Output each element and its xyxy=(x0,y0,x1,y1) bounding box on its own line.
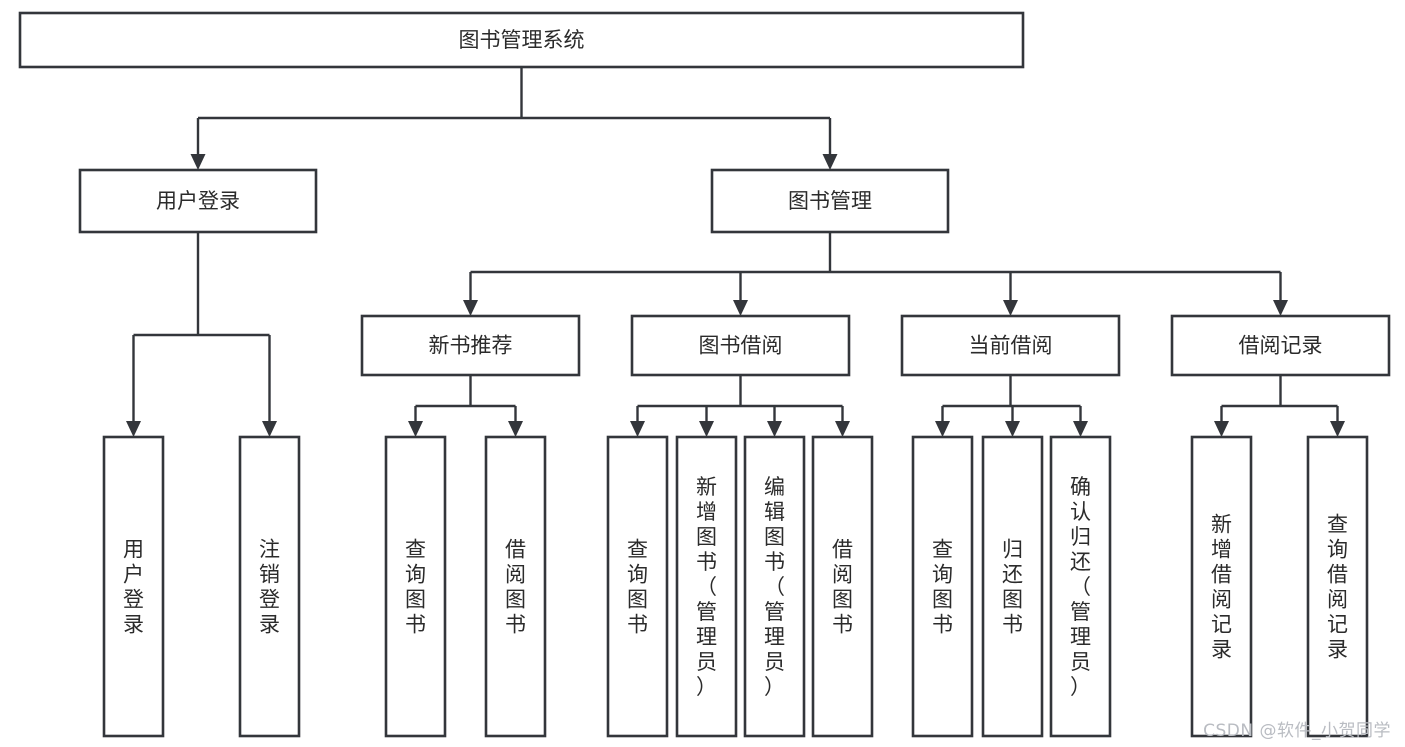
connector-group-new-book-rec xyxy=(408,375,523,437)
node-leaf-book-edit[interactable]: 编辑图书（管理员） xyxy=(743,435,806,738)
arrow-head-icon xyxy=(126,421,141,437)
node-label: 图书管理 xyxy=(788,189,872,213)
node-leaf-book-borrow[interactable]: 借阅图书 xyxy=(811,435,874,738)
node-box[interactable] xyxy=(78,168,318,234)
node-box[interactable] xyxy=(630,314,851,377)
node-leaf-borrow-query[interactable]: 查询图书 xyxy=(606,435,669,738)
node-leaf-rec-borrow[interactable]: 借阅图书 xyxy=(484,435,547,738)
node-label: 查询图书 xyxy=(405,538,426,637)
node-leaf-rec-add[interactable]: 新增借阅记录 xyxy=(1190,435,1253,738)
node-box[interactable] xyxy=(18,11,1025,69)
node-label: 用户登录 xyxy=(123,538,144,637)
csdn-watermark: CSDN @软件_小贺同学 xyxy=(1203,721,1391,741)
arrow-head-icon xyxy=(1005,421,1020,437)
arrow-head-icon xyxy=(1330,421,1345,437)
node-book-borrow[interactable]: 图书借阅 xyxy=(630,314,851,377)
node-leaf-logout[interactable]: 注销登录 xyxy=(238,435,301,738)
node-box[interactable] xyxy=(606,435,669,738)
arrow-head-icon xyxy=(822,154,838,170)
node-label: 当前借阅 xyxy=(969,334,1053,358)
node-box[interactable] xyxy=(811,435,874,738)
arrow-head-icon xyxy=(408,421,423,437)
node-label: 确认归还（管理员） xyxy=(1070,475,1091,699)
node-layer: 图书管理系统用户登录图书管理新书推荐图书借阅当前借阅借阅记录用户登录注销登录查询… xyxy=(18,11,1391,738)
node-label: 新增借阅记录 xyxy=(1211,513,1232,662)
connector-group-book-borrow xyxy=(630,375,850,437)
arrow-head-icon xyxy=(190,154,206,170)
node-label: 借阅图书 xyxy=(505,538,526,637)
node-label: 用户登录 xyxy=(156,189,240,213)
node-label: 新增图书（管理员） xyxy=(696,475,717,699)
connector-group-current-borrow xyxy=(935,375,1088,437)
node-box[interactable] xyxy=(911,435,974,738)
arrow-head-icon xyxy=(508,421,523,437)
node-box[interactable] xyxy=(238,435,301,738)
node-label: 查询借阅记录 xyxy=(1327,513,1348,662)
node-leaf-cur-return[interactable]: 归还图书 xyxy=(981,435,1044,738)
arrow-head-icon xyxy=(1214,421,1229,437)
node-book-manage[interactable]: 图书管理 xyxy=(710,168,950,234)
arrow-head-icon xyxy=(733,300,748,316)
node-box[interactable] xyxy=(900,314,1121,377)
node-leaf-user-login[interactable]: 用户登录 xyxy=(102,435,165,738)
arrow-head-icon xyxy=(463,300,478,316)
node-box[interactable] xyxy=(710,168,950,234)
connector-group-root xyxy=(190,67,838,170)
arrow-head-icon xyxy=(699,421,714,437)
node-box[interactable] xyxy=(1190,435,1253,738)
node-label: 注销登录 xyxy=(259,538,280,637)
node-borrow-record[interactable]: 借阅记录 xyxy=(1170,314,1391,377)
node-label: 借阅图书 xyxy=(832,538,853,637)
node-leaf-rec-query2[interactable]: 查询借阅记录 xyxy=(1306,435,1369,738)
node-box[interactable] xyxy=(360,314,581,377)
connector-group-book-manage xyxy=(463,232,1288,316)
node-current-borrow[interactable]: 当前借阅 xyxy=(900,314,1121,377)
node-box[interactable] xyxy=(1049,435,1112,738)
node-label: 图书管理系统 xyxy=(459,28,585,52)
node-root[interactable]: 图书管理系统 xyxy=(18,11,1025,69)
arrow-head-icon xyxy=(1003,300,1018,316)
node-box[interactable] xyxy=(981,435,1044,738)
arrow-head-icon xyxy=(1273,300,1288,316)
node-label: 借阅记录 xyxy=(1239,334,1323,358)
node-label: 图书借阅 xyxy=(699,334,783,358)
node-label: 查询图书 xyxy=(627,538,648,637)
node-box[interactable] xyxy=(384,435,447,738)
node-leaf-cur-query[interactable]: 查询图书 xyxy=(911,435,974,738)
connector-group-user-login xyxy=(126,232,277,437)
node-box[interactable] xyxy=(484,435,547,738)
arrow-head-icon xyxy=(767,421,782,437)
node-leaf-book-add[interactable]: 新增图书（管理员） xyxy=(675,435,738,738)
node-leaf-cur-confirm[interactable]: 确认归还（管理员） xyxy=(1049,435,1112,738)
arrow-head-icon xyxy=(835,421,850,437)
node-user-login[interactable]: 用户登录 xyxy=(78,168,318,234)
node-label: 归还图书 xyxy=(1002,538,1023,637)
arrow-head-icon xyxy=(1073,421,1088,437)
node-leaf-rec-query[interactable]: 查询图书 xyxy=(384,435,447,738)
node-label: 编辑图书（管理员） xyxy=(764,475,785,699)
node-label: 查询图书 xyxy=(932,538,953,637)
node-box[interactable] xyxy=(102,435,165,738)
node-box[interactable] xyxy=(675,435,738,738)
connector-group-borrow-record xyxy=(1214,375,1345,437)
node-box[interactable] xyxy=(1306,435,1369,738)
node-new-book-rec[interactable]: 新书推荐 xyxy=(360,314,581,377)
node-label: 新书推荐 xyxy=(429,334,513,358)
node-box[interactable] xyxy=(1170,314,1391,377)
node-box[interactable] xyxy=(743,435,806,738)
arrow-head-icon xyxy=(630,421,645,437)
connector-layer xyxy=(126,67,1345,437)
arrow-head-icon xyxy=(935,421,950,437)
arrow-head-icon xyxy=(262,421,277,437)
